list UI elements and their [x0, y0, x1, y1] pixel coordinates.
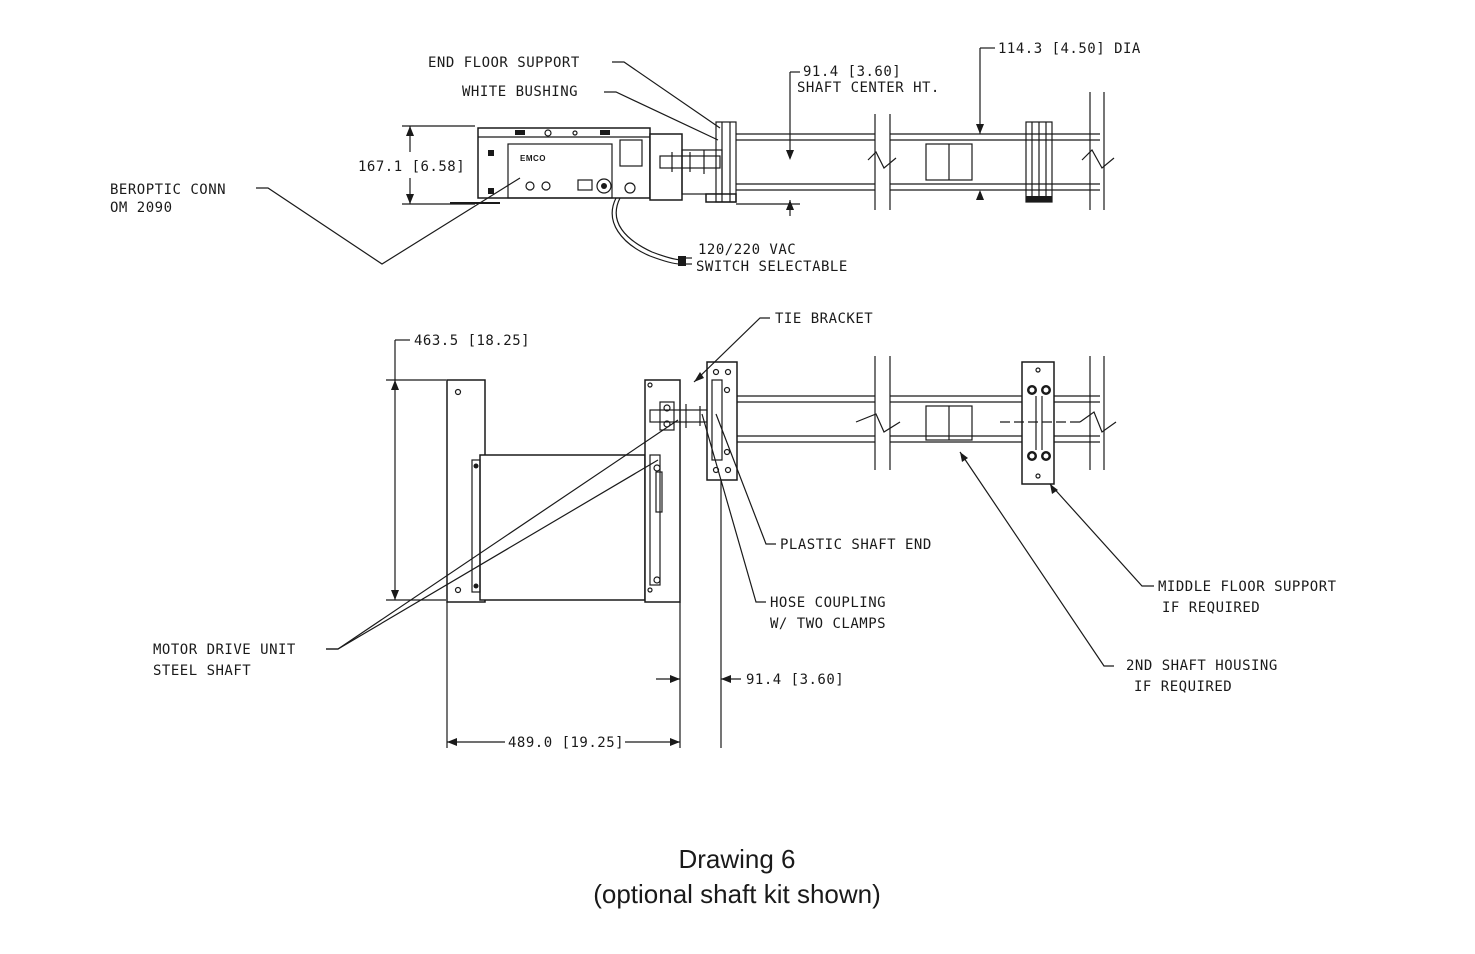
label-end-floor-support: END FLOOR SUPPORT	[428, 55, 580, 71]
label-height-dim: 167.1 [6.58]	[358, 159, 465, 175]
side-view: EMCO	[256, 47, 1115, 266]
label-second-housing-1: 2ND SHAFT HOUSING	[1126, 658, 1278, 674]
label-fiberoptic-2: OM 2090	[110, 200, 173, 216]
caption-subtitle: (optional shaft kit shown)	[593, 879, 881, 909]
plan-view	[326, 317, 1154, 748]
label-dia-dim: 114.3 [4.50] DIA	[998, 41, 1141, 57]
caption-title: Drawing 6	[678, 844, 795, 874]
label-motor-drive-1: MOTOR DRIVE UNIT	[153, 642, 296, 658]
label-width-dim: 463.5 [18.25]	[414, 333, 530, 349]
label-length-dim: 489.0 [19.25]	[508, 735, 624, 751]
label-shaft-center-ht: SHAFT CENTER HT.	[797, 80, 940, 96]
label-motor-drive-2: STEEL SHAFT	[153, 663, 251, 679]
label-middle-support-1: MIDDLE FLOOR SUPPORT	[1158, 579, 1337, 595]
label-offset-dim: 91.4 [3.60]	[746, 672, 844, 688]
label-power-1: 120/220 VAC	[698, 242, 796, 258]
device-brand: EMCO	[520, 154, 546, 163]
label-hose-coupling-2: W/ TWO CLAMPS	[770, 616, 886, 632]
label-shaft-center-dim: 91.4 [3.60]	[803, 64, 901, 80]
label-plastic-shaft-end: PLASTIC SHAFT END	[780, 537, 932, 553]
label-second-housing-2: IF REQUIRED	[1134, 679, 1232, 695]
label-tie-bracket: TIE BRACKET	[775, 311, 873, 327]
label-hose-coupling-1: HOSE COUPLING	[770, 595, 886, 611]
label-fiberoptic-1: BEROPTIC CONN	[110, 182, 226, 198]
label-power-2: SWITCH SELECTABLE	[696, 259, 848, 275]
label-middle-support-2: IF REQUIRED	[1162, 600, 1260, 616]
label-white-bushing: WHITE BUSHING	[462, 84, 578, 100]
